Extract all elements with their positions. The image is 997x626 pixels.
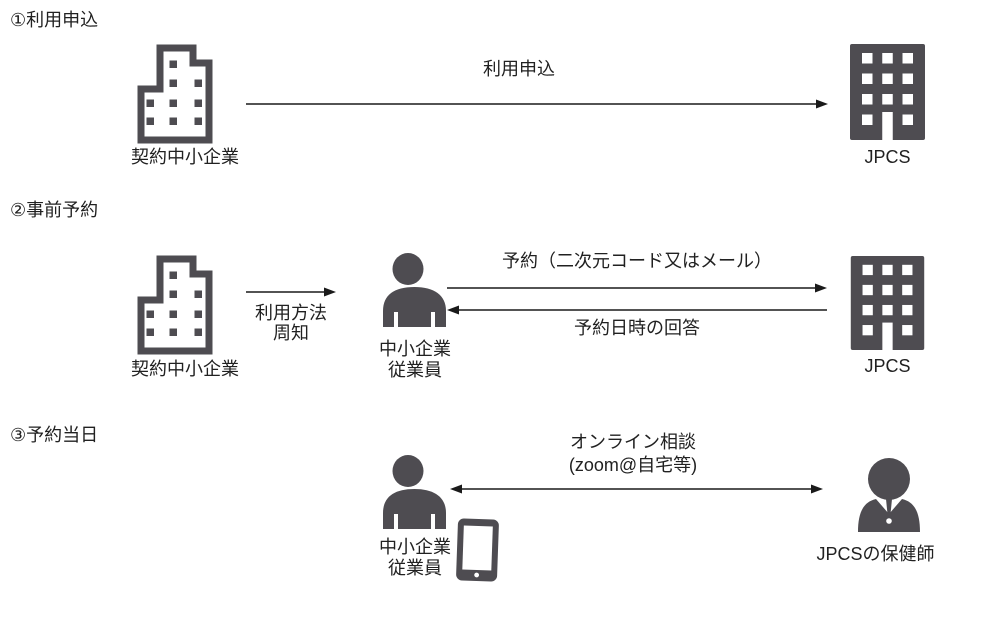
company-building-icon [133,42,228,145]
section-2-header: ②事前予約 [10,200,99,220]
section-1-header: ①利用申込 [10,10,99,30]
consult-arrow-label: オンライン相談 (zoom@自宅等) [518,431,748,477]
section-3-header: ③予約当日 [10,425,99,445]
employee-line2: 従業員 [388,558,442,578]
employee-line1: 中小企業 [379,537,451,557]
nurse-label: JPCSの保健師 [816,544,935,564]
employee-line1: 中小企業 [379,339,451,359]
consult-line2: (zoom@自宅等) [568,455,698,475]
company-building-icon [133,253,228,356]
jpcs-label: JPCS [864,147,911,167]
employee-line2: 従業員 [388,360,442,380]
arrow-reply-icon [447,302,827,318]
sme-label: 契約中小企業 [131,147,239,167]
jpcs-label: JPCS [864,356,911,376]
consult-line1: オンライン相談 [570,432,696,452]
jpcs-building-icon [850,256,925,350]
employee-person-icon [382,253,447,327]
reply-arrow-label: 予約日時の回答 [574,318,700,338]
arrow-consult-icon [450,481,823,497]
notify-line1: 利用方法 [255,303,327,323]
arrow-notify-icon [246,284,336,300]
jpcs-building-icon [850,44,925,140]
employee-person-icon [382,455,447,529]
nurse-person-icon [856,456,922,532]
arrow-apply-icon [246,96,828,112]
notify-line2: 周知 [273,323,309,343]
request-arrow-label: 予約（二次元コード又はメール） [502,251,772,271]
sme-label: 契約中小企業 [131,359,239,379]
apply-arrow-label: 利用申込 [483,59,555,79]
tablet-icon [455,517,500,582]
notify-arrow-label: 利用方法 周知 [241,303,341,343]
arrow-request-icon [447,280,827,296]
employee-label: 中小企業 従業員 [369,339,461,381]
employee-label: 中小企業 従業員 [369,537,461,579]
